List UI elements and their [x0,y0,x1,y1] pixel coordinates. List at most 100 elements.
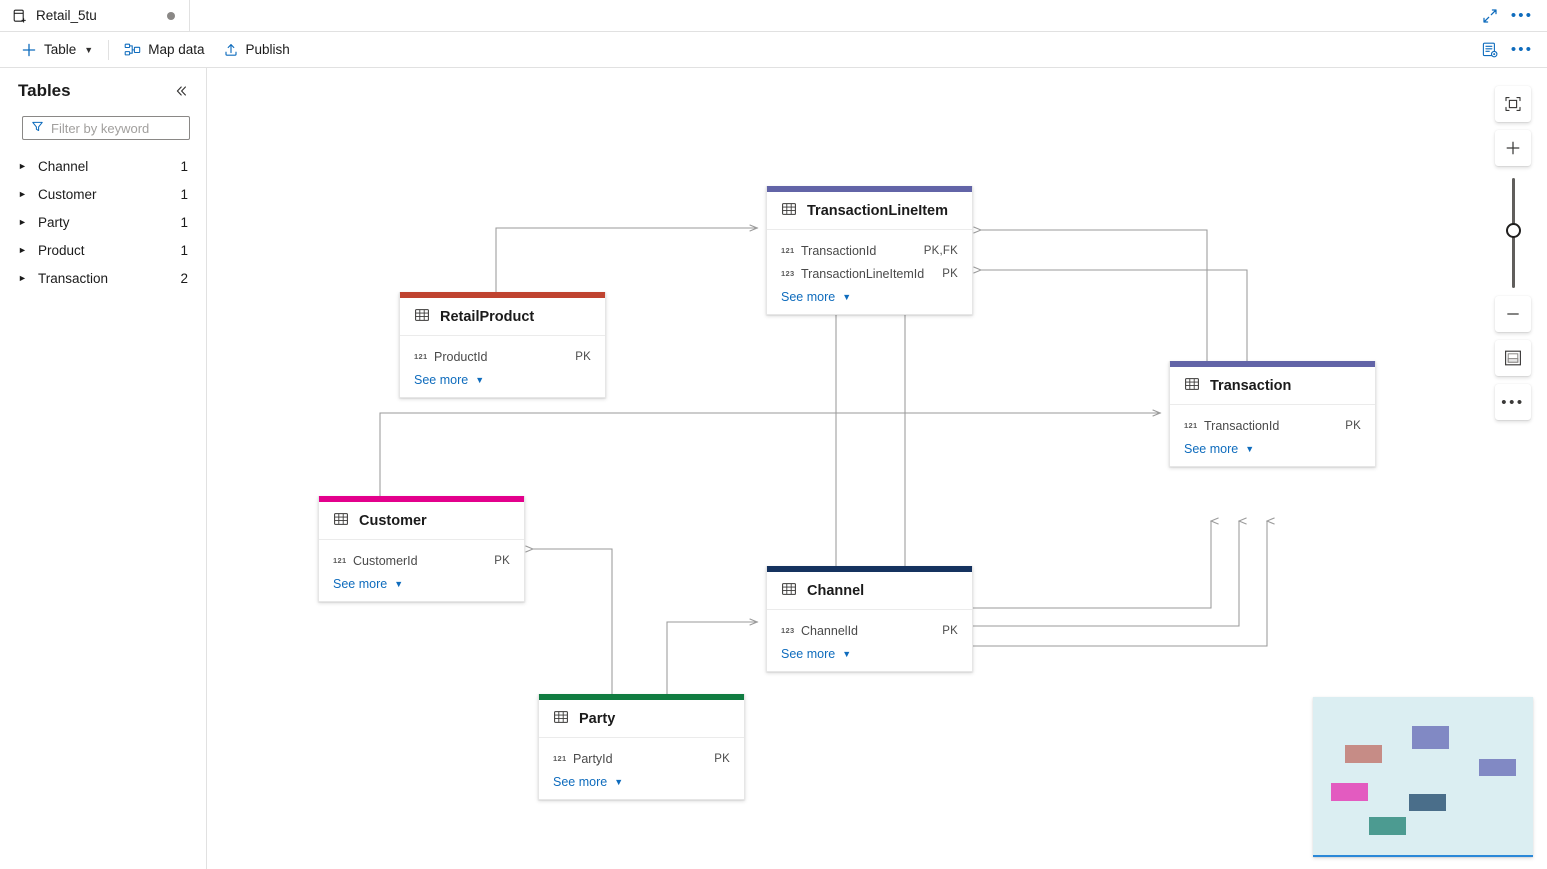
document-tab-retail[interactable]: Retail_5tu [0,0,190,31]
sidebar-title: Tables [18,81,71,100]
sidebar-item-channel[interactable]: ► Channel 1 [0,152,206,180]
tabbar-more-options-icon[interactable]: ••• [1510,7,1534,24]
minimap-node-party [1369,817,1406,835]
table-node-columns: 123 ChannelId PK See more ▼ [767,610,972,671]
chevron-down-icon: ▼ [842,292,852,302]
column-key-badge: PK [942,624,958,637]
sidebar-item-product[interactable]: ► Product 1 [0,236,206,264]
canvas-minimap[interactable] [1313,697,1533,857]
chevron-right-icon[interactable]: ► [18,161,27,171]
column-row[interactable]: 121 TransactionId PK,FK [767,239,972,262]
canvas-more-options-icon[interactable]: ••• [1495,384,1531,420]
zoom-slider[interactable] [1495,174,1531,292]
see-more-label: See more [1184,442,1239,456]
column-name: TransactionLineItemId [801,266,925,281]
table-node-header: Channel [767,572,972,610]
table-node-customer[interactable]: Customer 121 CustomerId PK See more ▼ [318,496,525,602]
commandbar-more-options-icon[interactable]: ••• [1510,41,1534,58]
table-node-transaction[interactable]: Transaction 121 TransactionId PK See mor… [1169,361,1376,467]
table-node-columns: 121 ProductId PK See more ▼ [400,336,605,397]
column-row[interactable]: 121 PartyId PK [539,747,744,770]
zoom-in-icon[interactable] [1495,130,1531,166]
see-more-label: See more [781,290,836,304]
table-node-columns: 121 TransactionId PK See more ▼ [1170,405,1375,466]
see-more-button[interactable]: See more ▼ [1170,437,1375,460]
zoom-out-icon[interactable] [1495,296,1531,332]
filter-input[interactable]: Filter by keyword [22,116,190,140]
column-type-icon: 121 [333,556,347,565]
publish-upload-icon [223,42,239,58]
table-icon [553,709,569,728]
sidebar-item-transaction[interactable]: ► Transaction 2 [0,264,206,292]
table-icon [781,201,797,220]
column-row[interactable]: 123 TransactionLineItemId PK [767,262,972,285]
sidebar-item-count: 2 [180,270,188,286]
map-data-button[interactable]: Map data [115,36,213,64]
chevron-right-icon[interactable]: ► [18,273,27,283]
table-node-color-bar [767,566,972,572]
column-key-badge: PK,FK [923,244,958,257]
table-node-columns: 121 CustomerId PK See more ▼ [319,540,524,601]
sidebar-item-party[interactable]: ► Party 1 [0,208,206,236]
sidebar-item-count: 1 [180,158,188,174]
column-name: PartyId [573,751,613,766]
tables-sidebar: Tables Filter by keyword ► Channel 1 ► C… [0,68,207,869]
see-more-button[interactable]: See more ▼ [767,285,972,308]
command-separator [108,39,110,60]
column-key-badge: PK [494,554,510,567]
table-icon [781,581,797,600]
tab-bar: Retail_5tu ••• [0,0,1547,32]
collapse-pane-icon[interactable] [170,80,192,102]
column-type-icon: 121 [1184,421,1198,430]
table-node-color-bar [1170,361,1375,367]
sidebar-item-label: Party [38,214,70,230]
chevron-down-icon: ▼ [614,777,624,787]
table-node-columns: 121 TransactionId PK,FK 123 TransactionL… [767,230,972,314]
column-type-icon: 121 [553,754,567,763]
column-row[interactable]: 121 TransactionId PK [1170,414,1375,437]
table-node-header: Party [539,700,744,738]
table-node-transactionlineitem[interactable]: TransactionLineItem 121 TransactionId PK… [766,186,973,315]
chevron-right-icon[interactable]: ► [18,189,27,199]
tab-title: Retail_5tu [36,8,97,23]
see-more-button[interactable]: See more ▼ [767,642,972,665]
table-node-channel[interactable]: Channel 123 ChannelId PK See more ▼ [766,566,973,672]
fit-to-screen-icon[interactable] [1495,86,1531,122]
see-more-button[interactable]: See more ▼ [539,770,744,793]
chevron-down-icon: ▼ [475,375,485,385]
table-node-party[interactable]: Party 121 PartyId PK See more ▼ [538,694,745,800]
table-node-header: Customer [319,502,524,540]
minimap-node-channel [1409,794,1446,811]
expand-icon[interactable] [1475,2,1505,30]
minimap-node-retailproduct [1345,745,1382,763]
column-name: CustomerId [353,553,418,568]
see-more-button[interactable]: See more ▼ [400,368,605,391]
list-settings-icon[interactable] [1475,36,1505,64]
add-table-button[interactable]: Table ▼ [12,36,102,64]
publish-button[interactable]: Publish [214,36,299,64]
sidebar-item-customer[interactable]: ► Customer 1 [0,180,206,208]
column-row[interactable]: 121 CustomerId PK [319,549,524,572]
column-row[interactable]: 123 ChannelId PK [767,619,972,642]
chevron-right-icon[interactable]: ► [18,245,27,255]
database-add-icon [12,8,28,24]
chevron-down-icon: ▼ [1245,444,1255,454]
chevron-down-icon: ▼ [84,44,94,55]
sidebar-item-label: Channel [38,158,89,174]
add-table-label: Table [44,42,77,57]
zoom-slider-thumb[interactable] [1506,223,1521,238]
see-more-button[interactable]: See more ▼ [319,572,524,595]
chevron-right-icon[interactable]: ► [18,217,27,227]
minimap-toggle-icon[interactable] [1495,340,1531,376]
see-more-label: See more [414,373,469,387]
map-data-label: Map data [148,42,205,57]
column-type-icon: 121 [414,352,428,361]
erd-canvas[interactable]: TransactionLineItem 121 TransactionId PK… [207,68,1547,869]
table-node-retailproduct[interactable]: RetailProduct 121 ProductId PK See more … [399,292,606,398]
sidebar-table-list: ► Channel 1 ► Customer 1 ► Party 1 ► Pro… [0,152,206,292]
sidebar-item-count: 1 [180,186,188,202]
table-node-header: TransactionLineItem [767,192,972,230]
chevron-down-icon: ▼ [394,579,404,589]
column-row[interactable]: 121 ProductId PK [400,345,605,368]
command-bar-actions: ••• [1475,36,1537,64]
